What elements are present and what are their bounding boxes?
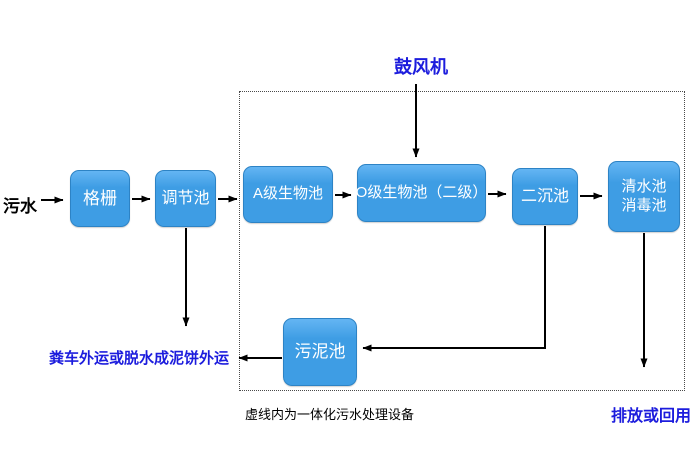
node-o-bio-tank-label: O级生物池（二级） [355, 183, 488, 201]
integrated-equipment-boundary [239, 91, 685, 391]
arrow-clarifier-to-sludge [362, 226, 546, 352]
discharge-reuse-label: 排放或回用 [611, 408, 692, 425]
node-grid: 格栅 [70, 170, 130, 227]
node-sludge-tank: 污泥池 [283, 318, 357, 386]
node-a-bio-tank-label: A级生物池 [252, 185, 323, 203]
node-secondary-clarifier-label: 二沉池 [520, 187, 569, 205]
blower-label: 鼓风机 [394, 57, 448, 77]
node-clearwater-disinfection-tank: 清水池 消毒池 [608, 161, 680, 232]
boundary-note-label: 虚线内为一体化污水处理设备 [245, 407, 415, 422]
node-sludge-tank-label: 污泥池 [294, 342, 346, 362]
node-regulating-tank-label: 调节池 [161, 189, 210, 207]
node-a-bio-tank: A级生物池 [243, 166, 333, 223]
node-regulating-tank: 调节池 [155, 170, 216, 227]
node-disinfection-label: 消毒池 [621, 196, 667, 214]
node-clearwater-label: 清水池 [621, 177, 667, 195]
node-secondary-clarifier: 二沉池 [512, 168, 578, 225]
influent-label: 污水 [3, 197, 37, 216]
node-grid-label: 格栅 [83, 188, 117, 208]
sludge-haulage-label: 粪车外运或脱水成泥饼外运 [49, 350, 230, 367]
node-o-bio-tank: O级生物池（二级） [355, 164, 488, 222]
